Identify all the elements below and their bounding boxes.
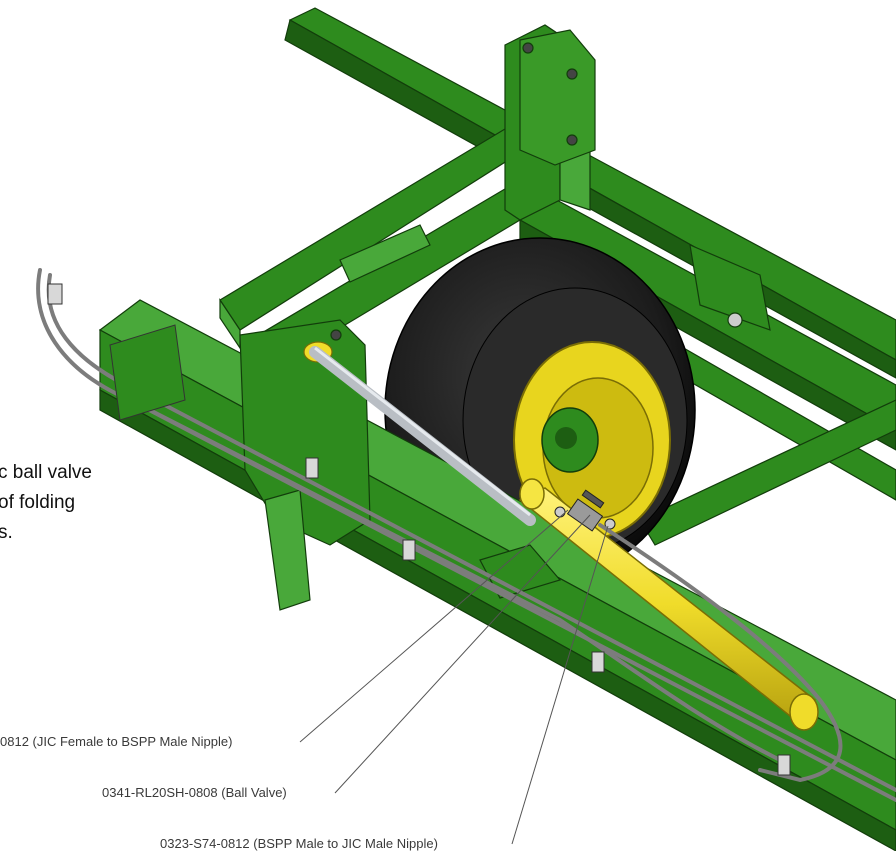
- description-text: c ball valve of folding s.: [0, 458, 92, 548]
- description-line: of folding: [0, 492, 76, 513]
- cylinder-cap: [519, 478, 545, 510]
- mast-bracket: [504, 24, 596, 221]
- leader-line-female-nipple: [299, 509, 569, 743]
- mast-plate: [519, 29, 596, 166]
- hose-d: [138, 403, 782, 762]
- clamp-icon: [305, 457, 319, 479]
- bolt-icon: [522, 42, 534, 54]
- description-line: c ball valve: [0, 462, 92, 483]
- fitting-icon: [554, 506, 566, 518]
- hinge-bracket: [689, 244, 771, 331]
- bolt-icon: [330, 329, 342, 341]
- piston-rod-highlight: [314, 346, 531, 517]
- cylinder-end: [789, 693, 819, 731]
- pin-icon: [727, 312, 743, 328]
- bolt-icon: [566, 68, 578, 80]
- clamp-icon: [591, 651, 605, 673]
- callout-male-nipple: 0323-S74-0812 (BSPP Male to JIC Male Nip…: [160, 836, 438, 851]
- leader-lines: [299, 509, 609, 845]
- hinge-plate: [689, 244, 771, 331]
- left-end: [109, 324, 186, 421]
- lower-right-brace: [639, 399, 896, 546]
- clamp-icon: [47, 283, 63, 305]
- ball-valve-body: [566, 498, 604, 532]
- hub-cap: [555, 427, 577, 449]
- callout-ball-valve: 0341-RL20SH-0808 (Ball Valve): [102, 785, 287, 800]
- callout-female-nipple: 0812 (JIC Female to BSPP Male Nipple): [0, 734, 233, 749]
- hose-c: [598, 523, 843, 783]
- leader-line-ball-valve: [334, 514, 591, 794]
- end-bracket: [109, 324, 186, 421]
- leader-line-male-nipple: [511, 525, 609, 845]
- description-line: s.: [0, 522, 13, 543]
- mid-tie: [339, 224, 431, 283]
- valve-handle: [581, 489, 605, 509]
- hydraulic-cylinder: [309, 346, 819, 731]
- clamp-icon: [402, 539, 416, 561]
- clamp-icon: [777, 754, 791, 776]
- piston-rod: [309, 346, 536, 526]
- bolt-icon: [566, 134, 578, 146]
- mount-foot: [264, 489, 311, 611]
